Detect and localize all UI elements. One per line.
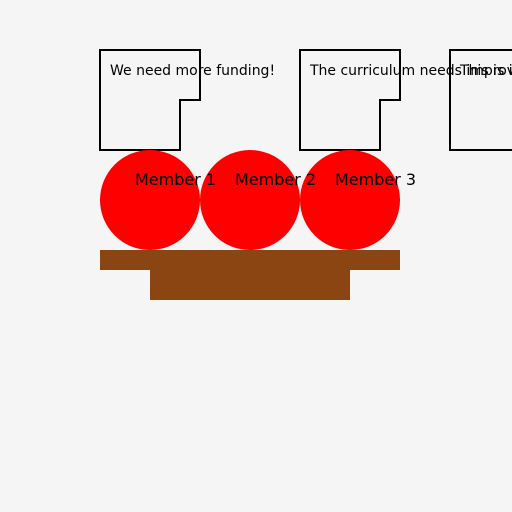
speech-bubble-3-text: This is important!	[459, 63, 512, 79]
member-2-label: Member 2	[235, 170, 316, 189]
speech-bubble-1	[99, 49, 201, 151]
member-3-circle	[300, 150, 400, 250]
table-base	[150, 270, 350, 300]
table-top	[100, 250, 400, 270]
member-1-circle	[100, 150, 200, 250]
member-1-label: Member 1	[135, 170, 216, 189]
member-3-label: Member 3	[335, 170, 416, 189]
speech-bubble-2	[299, 49, 401, 151]
speech-bubble-1-text: We need more funding!	[110, 63, 275, 79]
speech-bubble-2-text: The curriculum needs improvement.	[309, 63, 512, 79]
speech-bubble-3	[449, 49, 512, 151]
member-2-circle	[200, 150, 300, 250]
